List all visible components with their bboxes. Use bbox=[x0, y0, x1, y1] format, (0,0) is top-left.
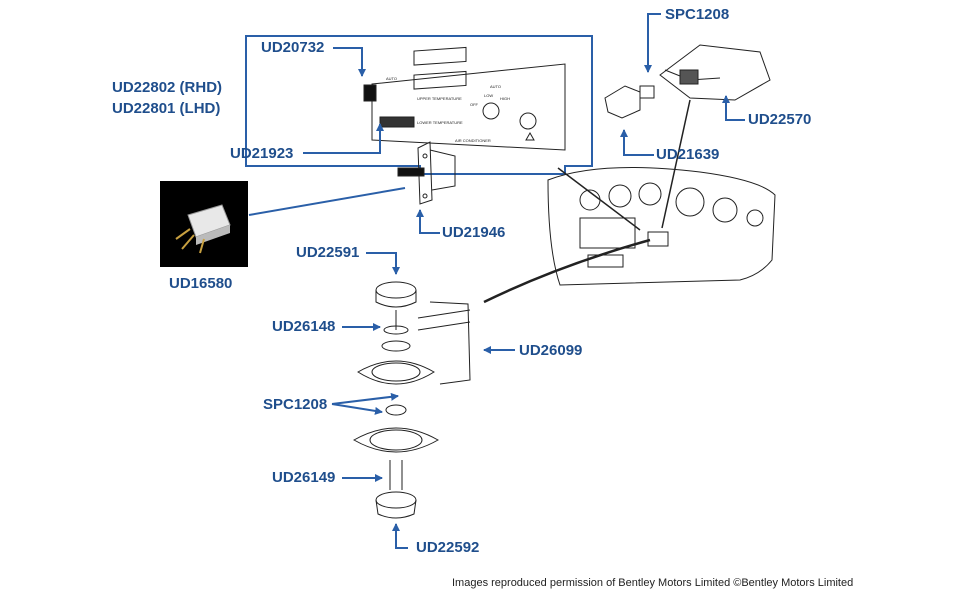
panel-air-cond-text: AIR CONDITIONER bbox=[455, 138, 491, 143]
label-ud20732: UD20732 bbox=[261, 39, 325, 56]
label-ud22570: UD22570 bbox=[748, 111, 812, 128]
label-spc1208-mid: SPC1208 bbox=[263, 396, 328, 413]
label-ud16580: UD16580 bbox=[169, 275, 233, 292]
microswitch-photo bbox=[160, 181, 248, 267]
microswitch-photo-icon bbox=[175, 204, 231, 254]
panel-auto2-text: AUTO bbox=[490, 84, 501, 89]
copyright-credit: Images reproduced permission of Bentley … bbox=[452, 577, 854, 589]
label-ud22802: UD22802 (RHD) bbox=[112, 79, 223, 96]
label-spc1208-top: SPC1208 bbox=[665, 6, 730, 23]
dashboard-drawing bbox=[547, 167, 776, 286]
label-ud21639: UD21639 bbox=[656, 146, 720, 163]
panel-high-text: HIGH bbox=[500, 96, 510, 101]
temperature-assembly-drawing bbox=[352, 281, 471, 519]
control-panel-drawing bbox=[363, 46, 566, 151]
panel-off-text: OFF bbox=[470, 102, 479, 107]
label-ud22591: UD22591 bbox=[296, 244, 360, 261]
label-ud26099: UD26099 bbox=[519, 342, 583, 359]
vacuum-valve-drawing bbox=[604, 44, 771, 119]
label-ud21923: UD21923 bbox=[230, 145, 294, 162]
label-ud26148: UD26148 bbox=[272, 318, 336, 335]
microswitch-drawing bbox=[397, 141, 456, 205]
label-ud22592: UD22592 bbox=[416, 539, 480, 556]
label-ud22801: UD22801 (LHD) bbox=[112, 100, 221, 117]
panel-lower-temp-text: LOWER TEMPERATURE bbox=[417, 120, 463, 125]
label-ud26149: UD26149 bbox=[272, 469, 336, 486]
panel-upper-temp-text: UPPER TEMPERATURE bbox=[417, 96, 462, 101]
label-ud21946: UD21946 bbox=[442, 224, 506, 241]
panel-callout-box bbox=[245, 35, 593, 175]
panel-low-text: LOW bbox=[484, 93, 493, 98]
panel-auto-text: AUTO bbox=[386, 76, 397, 81]
